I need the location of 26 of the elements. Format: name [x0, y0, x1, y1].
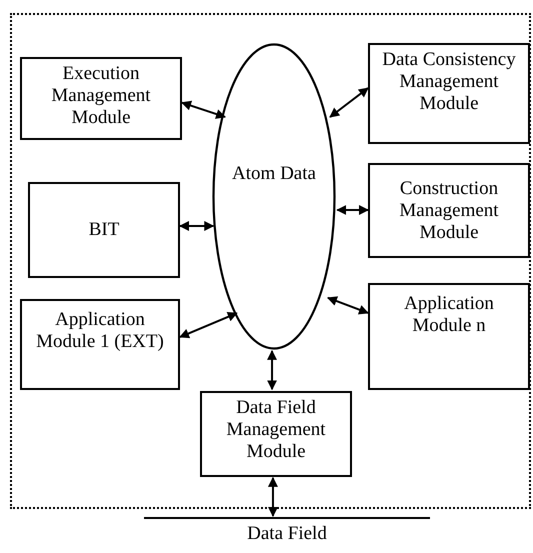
module-box — [20, 57, 182, 140]
node-label: BIT — [88, 219, 120, 241]
module-box — [28, 182, 180, 278]
node-label: Data Field Management Module — [225, 397, 327, 463]
double-arrow — [336, 205, 369, 216]
node-label: Data Consistency Management Module — [381, 49, 517, 115]
module-box — [200, 391, 352, 477]
data-ellipse — [212, 43, 336, 350]
module-box — [368, 163, 530, 258]
module-box — [368, 283, 530, 390]
double-arrow — [179, 312, 238, 338]
double-arrow — [267, 350, 278, 390]
dotted-boundary — [10, 13, 531, 509]
node-label: Execution Management Module — [50, 63, 152, 129]
double-arrow — [179, 220, 214, 231]
node-label: Data Field — [246, 523, 328, 545]
node-label: Construction Management Module — [398, 178, 500, 244]
node-label: Application Module n — [403, 293, 495, 337]
module-box — [20, 299, 180, 390]
double-arrow — [268, 476, 278, 517]
node-label: Atom Data — [231, 163, 317, 185]
double-arrow — [181, 100, 226, 119]
node-label: Application Module 1 (EXT) — [35, 309, 165, 353]
double-arrow — [329, 87, 369, 118]
module-box — [368, 43, 530, 144]
double-arrow — [327, 296, 369, 314]
